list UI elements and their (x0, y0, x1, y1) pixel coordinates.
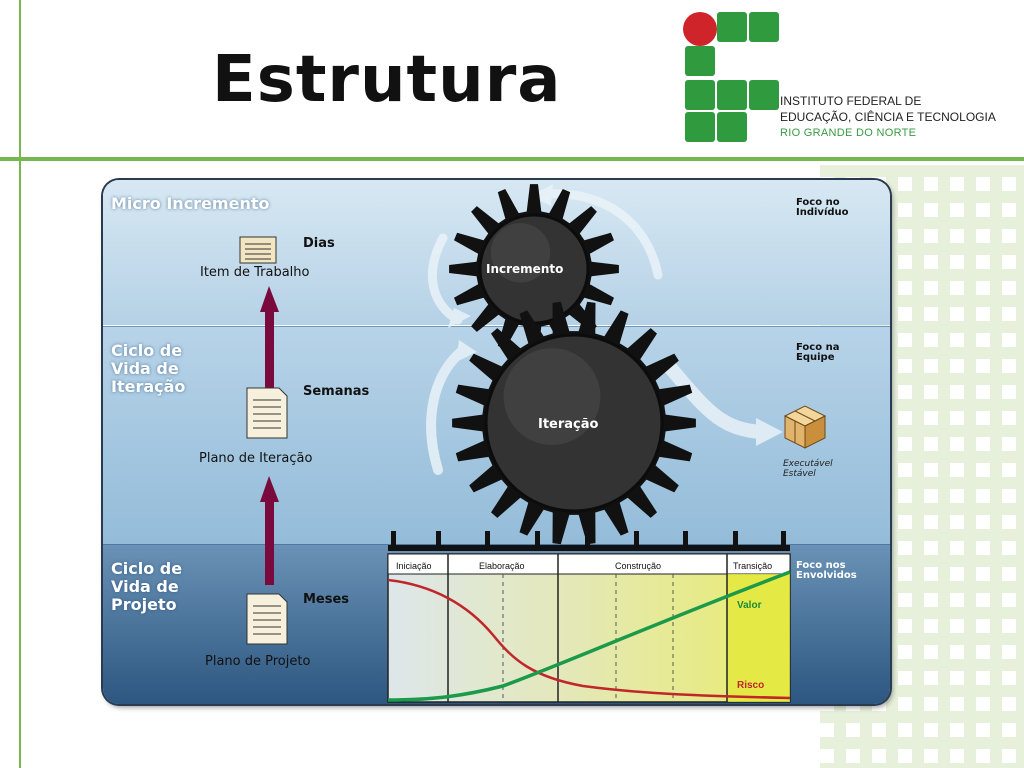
ifrn-logo: INSTITUTO FEDERAL DE EDUCAÇÃO, CIÊNCIA E… (680, 10, 1024, 150)
project-plan-document-icon (246, 593, 288, 645)
band-label-iteration-line1: Ciclo de (111, 341, 183, 360)
logo-red-circle (683, 12, 717, 46)
time-scale-months: Meses (303, 592, 350, 607)
iteration-plan-document-icon (246, 387, 288, 439)
header-divider-line (0, 157, 1024, 161)
focus-project-line2: Envolvidos (796, 570, 857, 581)
band-label-iteration-line2: Vida de (111, 359, 179, 378)
logo-text-line2: EDUCAÇÃO, CIÊNCIA E TECNOLOGIA (780, 110, 996, 124)
focus-micro-line2: Indivíduo (796, 207, 849, 218)
band-label-project-line1: Ciclo de (111, 559, 183, 578)
gears-layer (449, 184, 696, 545)
work-item-document-icon (239, 236, 277, 264)
logo-text-line3: RIO GRANDE DO NORTE (780, 127, 917, 139)
deliverable-line1: Executável (783, 459, 833, 469)
focus-project-line1: Foco nos (796, 560, 846, 571)
phase-label-transition: Transição (733, 561, 773, 571)
rup-structure-diagram: Micro Incremento Ciclo de Vida de Iteraç… (103, 180, 890, 704)
logo-square (717, 112, 747, 142)
left-accent-line (19, 0, 21, 768)
slide-title: Estrutura (212, 43, 562, 117)
focus-iteration-line1: Foco na (796, 342, 840, 353)
increment-gear (449, 184, 619, 354)
flow-arrows (426, 184, 783, 475)
band-label-iteration-line3: Iteração (111, 377, 186, 396)
phase-label-construction: Construção (615, 561, 662, 571)
band-label-project-line3: Projeto (111, 595, 177, 614)
phase-chart-panel (387, 553, 791, 703)
band-label-micro: Micro Incremento (111, 194, 270, 213)
artifact-work-item: Item de Trabalho (200, 265, 310, 280)
logo-square (749, 12, 779, 42)
gear-highlight (490, 223, 551, 283)
logo-square (717, 12, 747, 42)
package-box-icon (783, 405, 827, 449)
gear-label-iteration: Iteração (538, 417, 599, 432)
value-curve (387, 570, 791, 702)
upward-arrow (260, 476, 279, 585)
logo-square (685, 80, 715, 110)
gear-label-increment: Incremento (486, 262, 564, 276)
logo-text-line1: INSTITUTO FEDERAL DE (780, 94, 922, 108)
logo-square (685, 46, 715, 76)
phase-label-inception: Iniciação (396, 561, 432, 571)
upward-arrow (260, 286, 279, 390)
phase-header-strip (387, 553, 791, 575)
time-scale-days: Dias (303, 236, 335, 251)
phase-label-elaboration: Elaboração (479, 561, 525, 571)
deliverable-line2: Estável (783, 469, 816, 479)
curve-label-value: Valor (737, 600, 762, 611)
time-scale-weeks: Semanas (303, 384, 370, 399)
focus-micro-line1: Foco no (796, 197, 840, 208)
logo-square (749, 80, 779, 110)
band-label-project-line2: Vida de (111, 577, 179, 596)
transition-highlight (727, 574, 790, 702)
artifact-iteration-plan: Plano de Iteração (199, 451, 313, 466)
artifact-project-plan: Plano de Projeto (205, 654, 311, 669)
curve-label-risk: Risco (737, 680, 765, 691)
iteration-gear (452, 301, 696, 545)
diagram-graphics (239, 184, 827, 703)
focus-iteration-line2: Equipe (796, 352, 835, 363)
logo-square (717, 80, 747, 110)
gear-highlight (503, 348, 601, 445)
gear-body (484, 333, 664, 513)
logo-square (685, 112, 715, 142)
